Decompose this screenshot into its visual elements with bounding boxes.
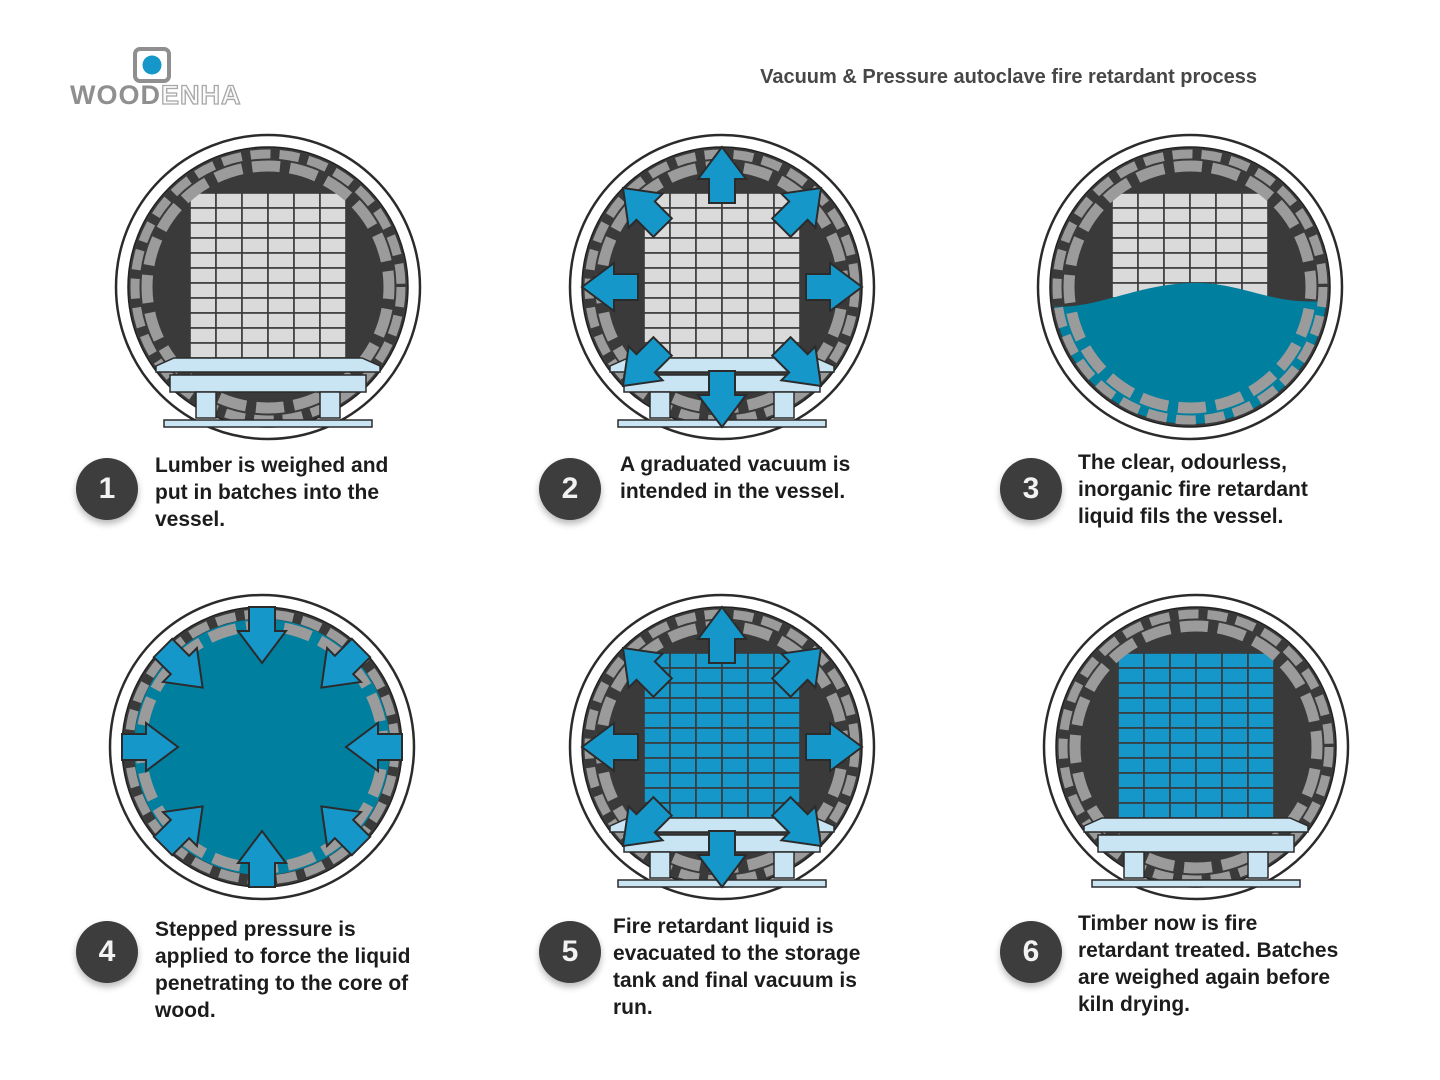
vessel-illustration-step-6 [1036, 587, 1356, 907]
step-number-badge: 2 [539, 458, 601, 520]
step-caption: Timber now is fire retardant treated. Ba… [1078, 912, 1339, 1016]
vessel-illustration-step-5 [562, 587, 882, 907]
step-caption: Lumber is weighed and put in batches int… [155, 454, 389, 531]
step-number-badge: 5 [539, 921, 601, 983]
step-number-badge: 6 [1000, 921, 1062, 983]
vessel-illustration-step-1 [108, 127, 428, 447]
brand-wordmark: WOODENHA [70, 79, 242, 111]
step-caption: Fire retardant liquid is evacuated to th… [613, 915, 861, 1019]
brand-logo-icon [133, 47, 171, 83]
vessel-illustration-step-2 [562, 127, 882, 447]
vessel-illustration-step-3 [1030, 127, 1350, 447]
step-caption: A graduated vacuum is intended in the ve… [620, 453, 851, 503]
step-caption: The clear, odourless, inorganic fire ret… [1078, 451, 1308, 528]
brand-logo-dot-icon [142, 55, 162, 75]
step-number-badge: 1 [76, 458, 138, 520]
step-caption: Stepped pressure is applied to force the… [155, 918, 411, 1022]
page-title: Vacuum & Pressure autoclave fire retarda… [760, 66, 1257, 88]
vessel-illustration-step-4 [102, 587, 422, 907]
brand-wordmark-outline: ENHA [160, 79, 242, 110]
brand-wordmark-solid: WOOD [70, 80, 161, 110]
step-number-badge: 4 [76, 921, 138, 983]
step-number-badge: 3 [1000, 458, 1062, 520]
